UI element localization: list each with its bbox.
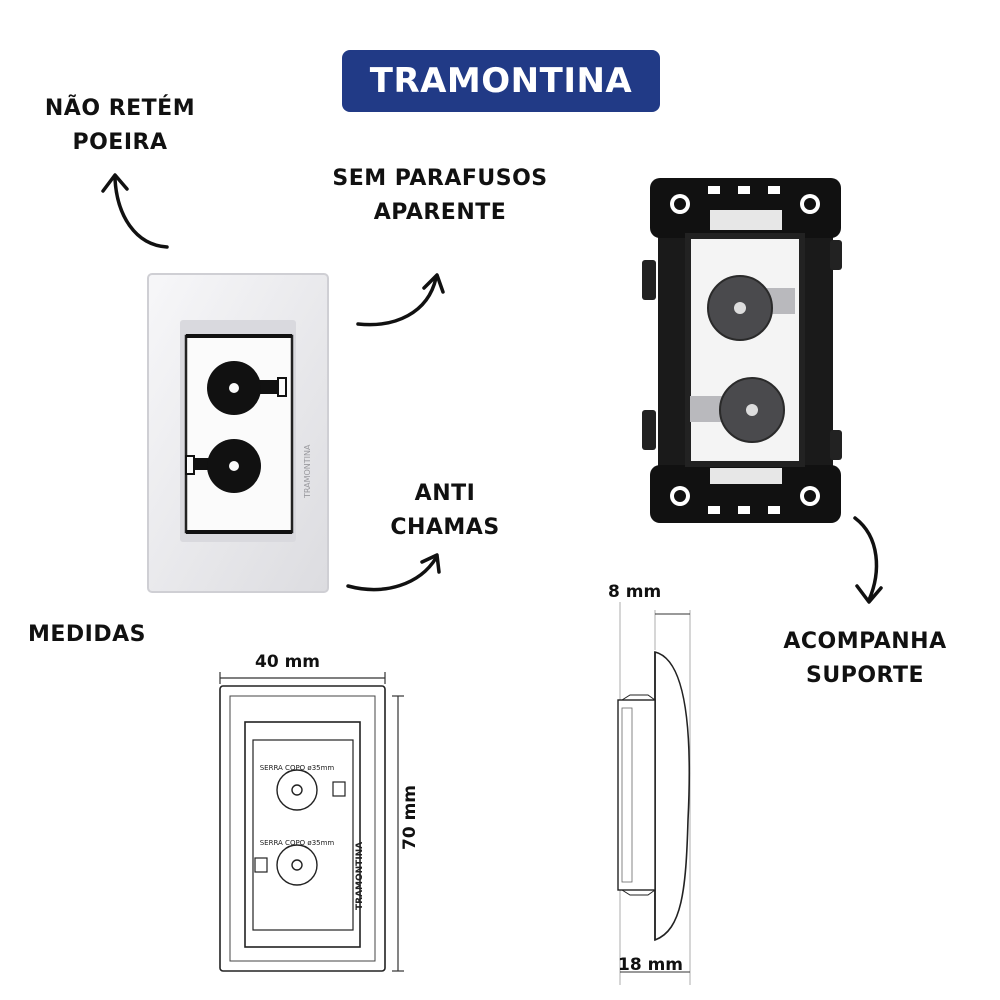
measures-title: MEDIDAS xyxy=(28,622,147,647)
plate-brand-mark: TRAMONTINA xyxy=(303,444,312,499)
product-plate-front-image: TRAMONTINA xyxy=(147,273,329,593)
feature-dust-line2: POEIRA xyxy=(72,130,168,155)
dimension-depth-bottom: 18 mm xyxy=(618,955,684,975)
feature-flame-line1: ANTI xyxy=(414,481,476,506)
feature-support-line2: SUPORTE xyxy=(805,663,925,688)
feature-support-line1: ACOMPANHA xyxy=(783,629,947,654)
arrow-screws-icon xyxy=(356,273,445,327)
feature-dust-label: NÃO RETÉM POEIRA xyxy=(20,92,220,160)
feature-screws-label: SEM PARAFUSOS APARENTE xyxy=(310,162,570,230)
drawing-brand-mark: TRAMONTINA xyxy=(355,842,365,910)
arrow-support-icon xyxy=(853,516,883,604)
arrow-dust-icon xyxy=(101,173,169,249)
product-support-frame-image xyxy=(642,178,842,523)
feature-support-label: ACOMPANHA SUPORTE xyxy=(760,625,970,693)
arrow-flame-icon xyxy=(346,553,441,592)
dimension-depth-top: 8 mm xyxy=(608,582,662,602)
feature-dust-line1: NÃO RETÉM xyxy=(44,96,196,121)
feature-screws-line1: SEM PARAFUSOS xyxy=(332,166,548,191)
drawing-connector-mark-bottom: SERRA COPO ø35mm xyxy=(260,839,335,847)
front-dimension-drawing: SERRA COPO ø35mm SERRA COPO ø35mm TRAMON… xyxy=(219,672,404,972)
feature-flame-label: ANTI CHAMAS xyxy=(360,477,530,545)
drawing-connector-mark-top: SERRA COPO ø35mm xyxy=(260,764,335,772)
side-dimension-drawing xyxy=(617,602,691,985)
dimension-height: 70 mm xyxy=(400,784,420,850)
feature-flame-line2: CHAMAS xyxy=(390,515,500,540)
dimension-width: 40 mm xyxy=(255,652,321,672)
feature-screws-line2: APARENTE xyxy=(373,200,507,225)
brand-logo: TRAMONTINA xyxy=(342,50,660,112)
